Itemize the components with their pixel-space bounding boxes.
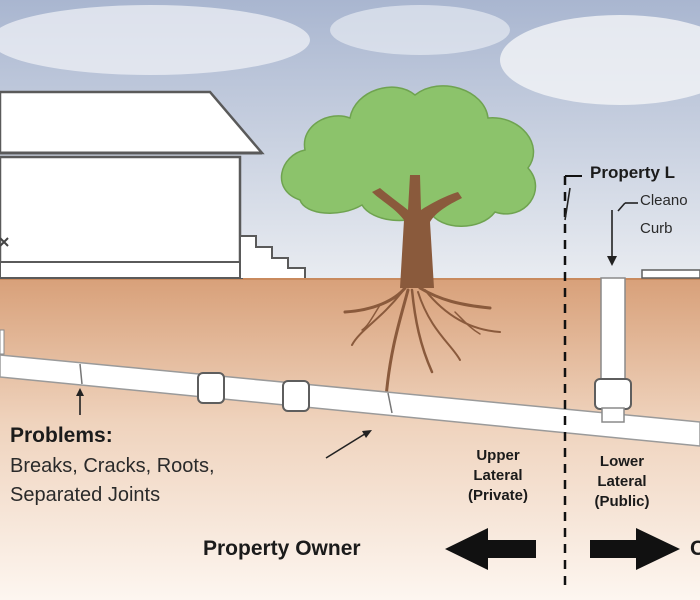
cleanout-fitting xyxy=(594,378,632,410)
house-wall xyxy=(0,155,242,266)
arrow-right-city xyxy=(590,528,680,570)
cleanout-riser xyxy=(600,277,626,381)
curb-label: Curb xyxy=(640,220,673,237)
tree xyxy=(280,85,537,400)
soil xyxy=(0,278,700,600)
pipe-body xyxy=(0,354,700,447)
cloud xyxy=(0,5,310,75)
problems-line-2: Separated Joints xyxy=(10,484,161,506)
problems-title: Problems: xyxy=(10,424,113,447)
house xyxy=(0,90,306,279)
pipe-joint xyxy=(282,380,310,412)
cleanout-label: Cleano xyxy=(640,192,688,209)
cloud xyxy=(500,15,700,105)
pipe-crack xyxy=(79,363,83,385)
lower-lateral-label: Lower Lateral (Public) xyxy=(594,453,650,510)
sewer-pipe xyxy=(0,277,700,447)
arrow-left-property-owner xyxy=(445,528,536,570)
curb xyxy=(641,269,700,279)
property-owner-label: Property Owner xyxy=(203,537,361,560)
property-line-label: Property L xyxy=(590,163,676,182)
upper-lateral-label: Upper Lateral (Private) xyxy=(467,447,529,504)
house-foundation xyxy=(0,261,243,279)
pipe-joint xyxy=(197,372,225,404)
cloud xyxy=(330,5,510,55)
tree-roots xyxy=(343,286,501,400)
problems-line-1: Breaks, Cracks, Roots, xyxy=(10,455,215,477)
tree-trunk xyxy=(372,175,462,288)
tree-foliage xyxy=(280,85,537,227)
house-steps xyxy=(239,235,306,278)
leader-arrows xyxy=(76,187,638,459)
city-label-partial: C xyxy=(690,537,700,560)
pipe-crack xyxy=(387,392,393,414)
